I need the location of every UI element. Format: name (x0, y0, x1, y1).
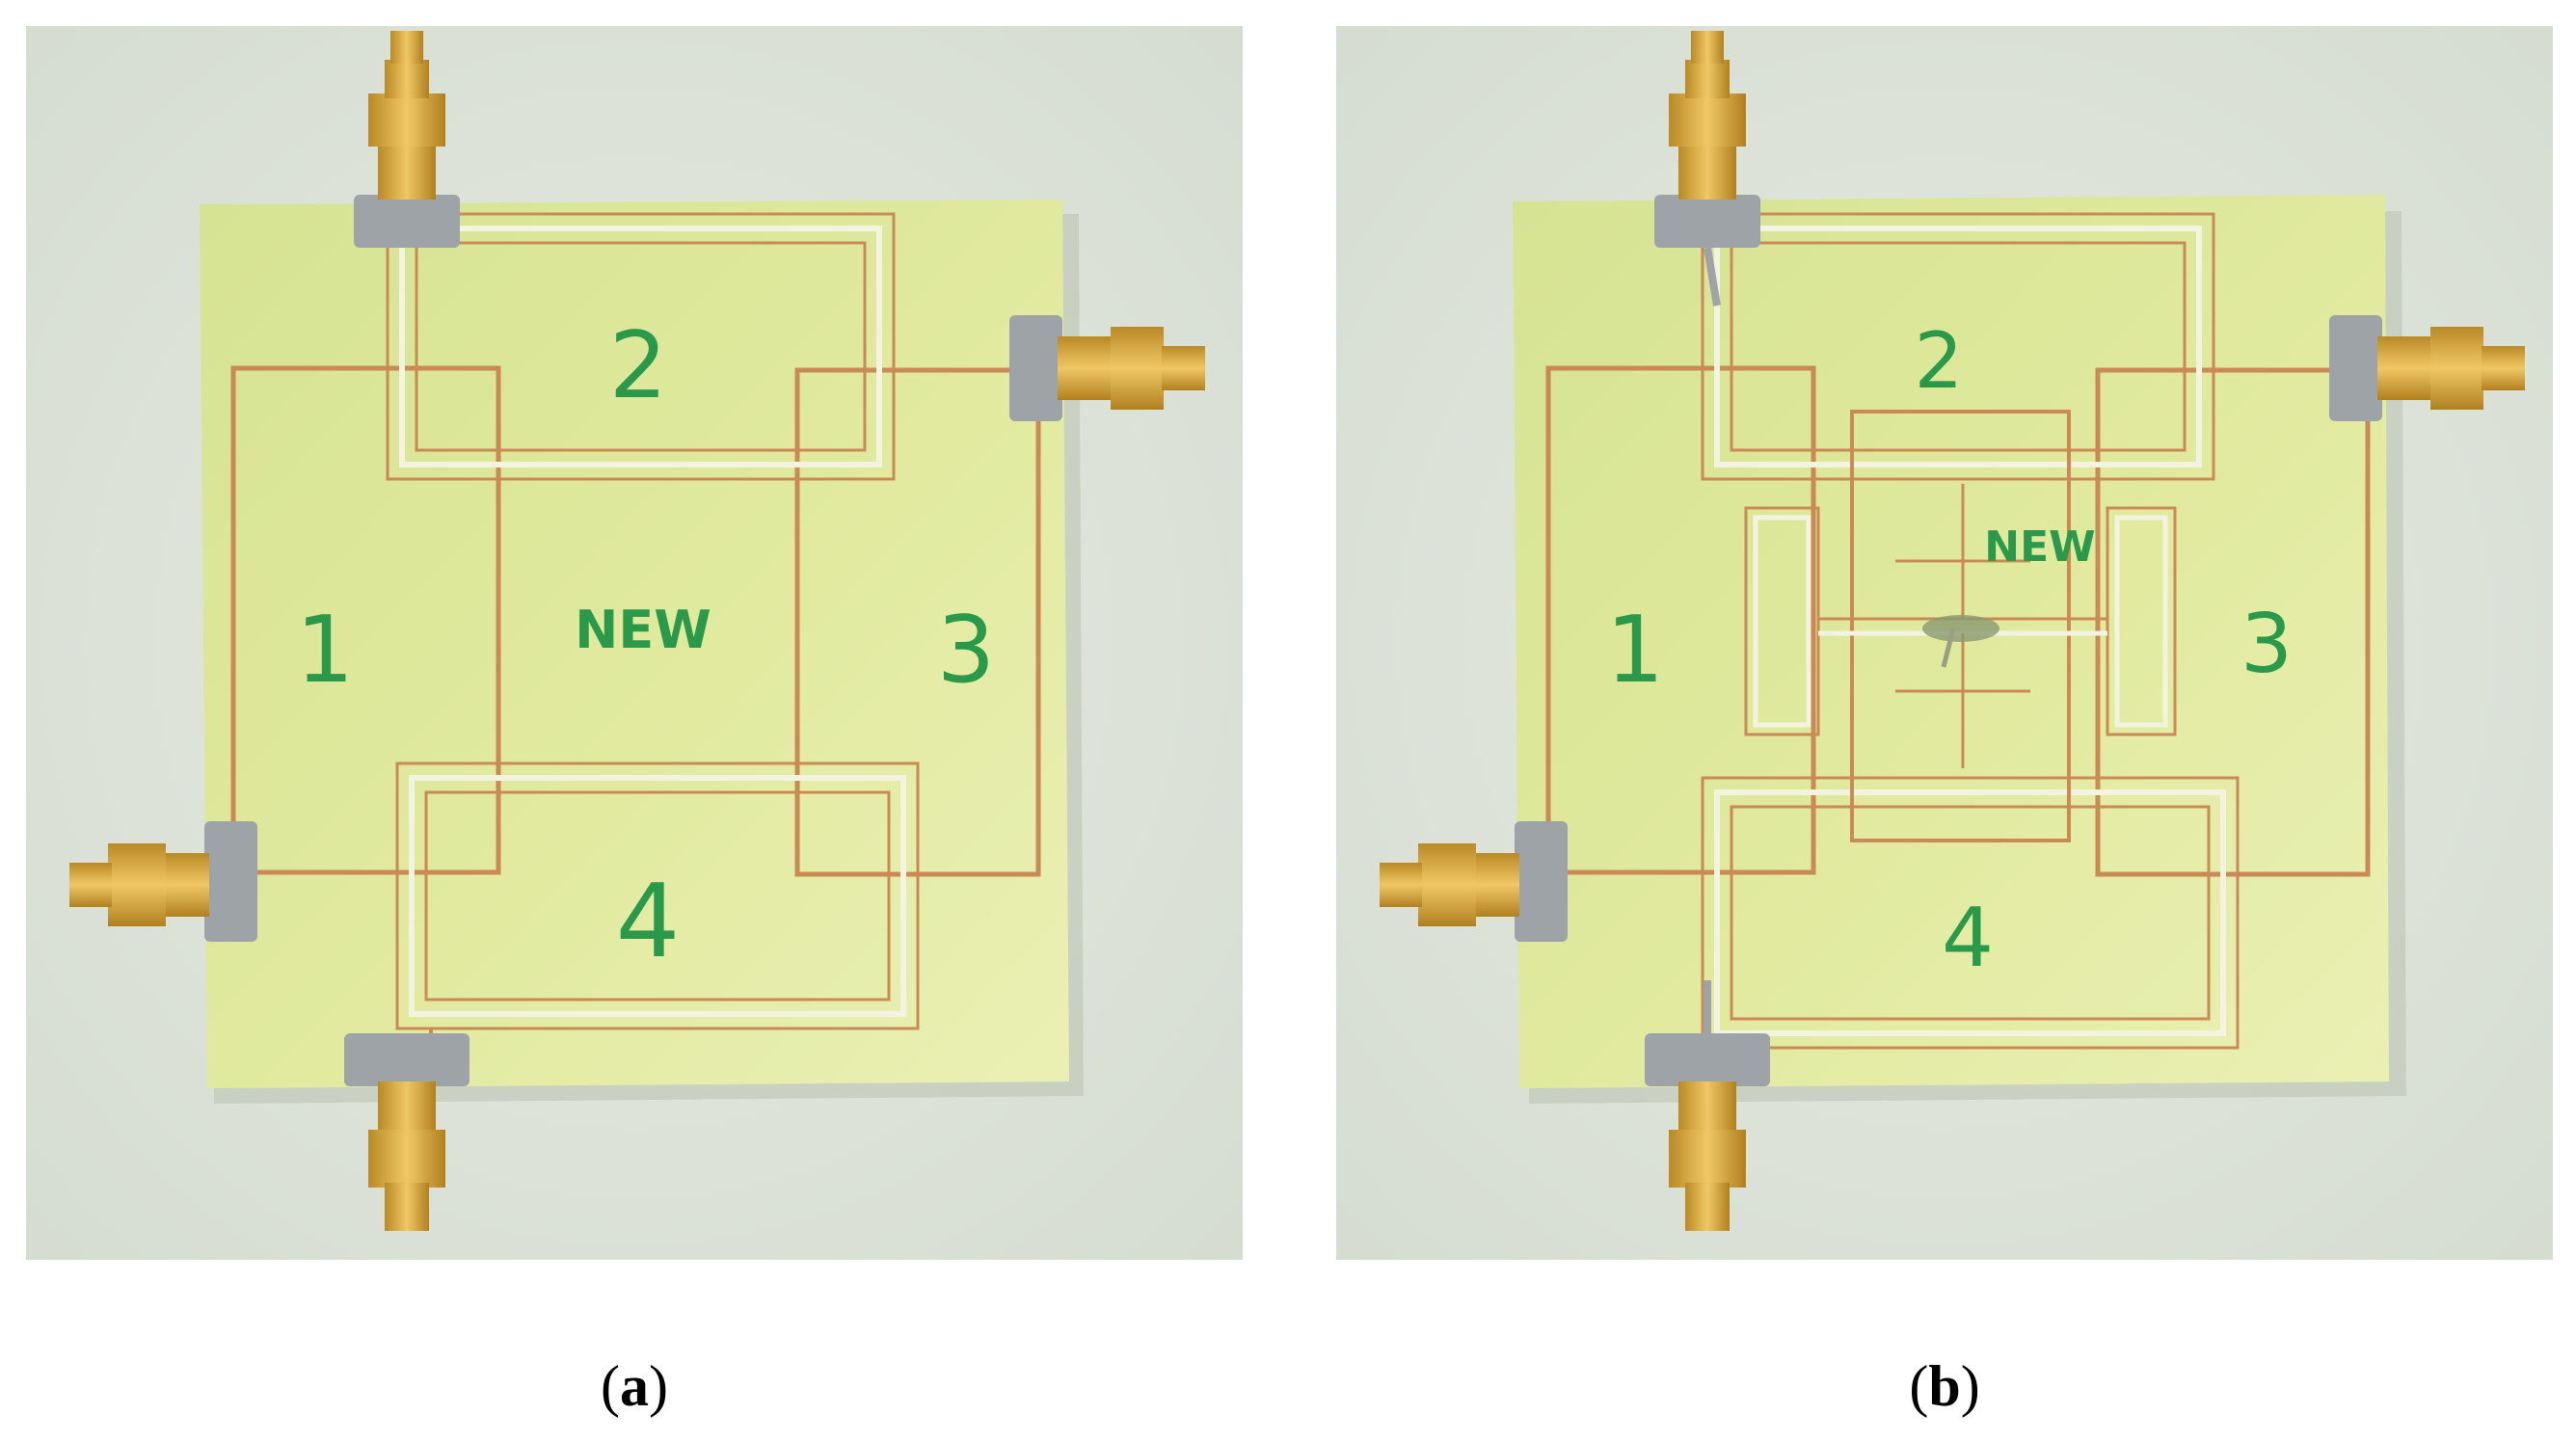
sma-connector-right (1009, 315, 1205, 421)
solder-joint (1922, 615, 1999, 642)
trace-loop-2 (1701, 212, 2215, 481)
caption-a-close: ) (649, 1354, 668, 1418)
caption-a: (a) (538, 1351, 731, 1421)
label-port-4: 4 (616, 863, 681, 980)
label-port-3: 3 (937, 598, 995, 704)
sma-connector-top (354, 31, 460, 248)
sma-connector-bottom (344, 1033, 470, 1231)
label-port-2: 2 (1915, 316, 1964, 406)
sma-connector-bottom (1645, 980, 1770, 1231)
label-new: NEW (575, 600, 711, 660)
trace-loop-2 (386, 212, 896, 481)
caption-b-letter: b (1928, 1354, 1961, 1418)
caption-a-letter: a (620, 1354, 649, 1418)
caption-b-open: ( (1909, 1354, 1929, 1418)
trace-loop-4 (395, 761, 920, 1030)
pcb-photo-a: 2 1 3 4 NEW (26, 26, 1243, 1260)
label-port-1: 1 (296, 598, 354, 704)
trace-loop-3 (2095, 367, 2371, 877)
sma-connector-left (1380, 821, 1568, 942)
label-port-2: 2 (609, 313, 667, 419)
label-port-1: 1 (1606, 598, 1664, 704)
photo-panel-a: 2 1 3 4 NEW (26, 26, 1243, 1260)
caption-a-open: ( (601, 1354, 620, 1418)
sma-connector-right (2329, 315, 2525, 421)
caption-b: (b) (1848, 1351, 2041, 1421)
pcb-photo-b: 2 1 3 4 NEW (1336, 26, 2553, 1260)
label-new: NEW (1984, 522, 2095, 572)
trace-loop-1 (1545, 365, 1816, 875)
caption-b-close: ) (1960, 1354, 1980, 1418)
label-port-4: 4 (1942, 891, 1994, 986)
sma-connector-top (1654, 31, 1760, 307)
trace-loop-1 (230, 365, 501, 875)
sma-connector-left (69, 821, 257, 942)
label-port-3: 3 (2241, 597, 2293, 692)
trace-loop-4 (1701, 776, 2240, 1050)
photo-panel-b: 2 1 3 4 NEW (1336, 26, 2553, 1260)
